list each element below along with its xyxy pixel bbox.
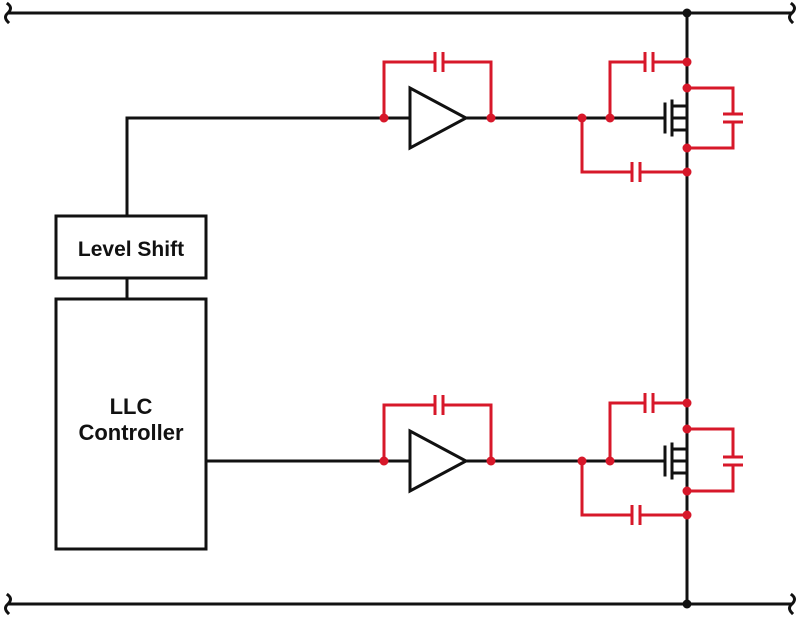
high-side-mosfet bbox=[663, 86, 689, 150]
level-shift-block: Level Shift bbox=[54, 214, 208, 280]
low-side-cds-capacitor bbox=[682, 424, 743, 496]
high-side-driver-buffer bbox=[408, 85, 470, 151]
low-side-mosfet bbox=[663, 427, 689, 493]
low-side-cgd-capacitor bbox=[605, 393, 692, 466]
llc-controller-block: LLC Controller bbox=[54, 297, 208, 551]
bottom-rail bbox=[4, 592, 796, 616]
high-side-cds-capacitor bbox=[682, 83, 743, 153]
low-side-driver-buffer bbox=[408, 428, 470, 494]
high-side-cgs-capacitor bbox=[577, 113, 692, 182]
controller-label-line2: Controller bbox=[78, 420, 184, 445]
level-shift-label: Level Shift bbox=[78, 238, 184, 261]
controller-label-line1: LLC bbox=[110, 394, 153, 419]
junction-top-rail bbox=[682, 8, 692, 18]
junction-bottom-rail bbox=[682, 599, 692, 609]
high-side-cgd-capacitor bbox=[605, 52, 692, 123]
top-rail bbox=[4, 1, 796, 25]
high-side-signal-wire bbox=[125, 116, 412, 218]
low-side-buffer-parasitic-capacitor bbox=[379, 395, 496, 466]
low-side-cgs-capacitor bbox=[577, 456, 692, 525]
high-side-buffer-parasitic-capacitor bbox=[379, 52, 496, 123]
